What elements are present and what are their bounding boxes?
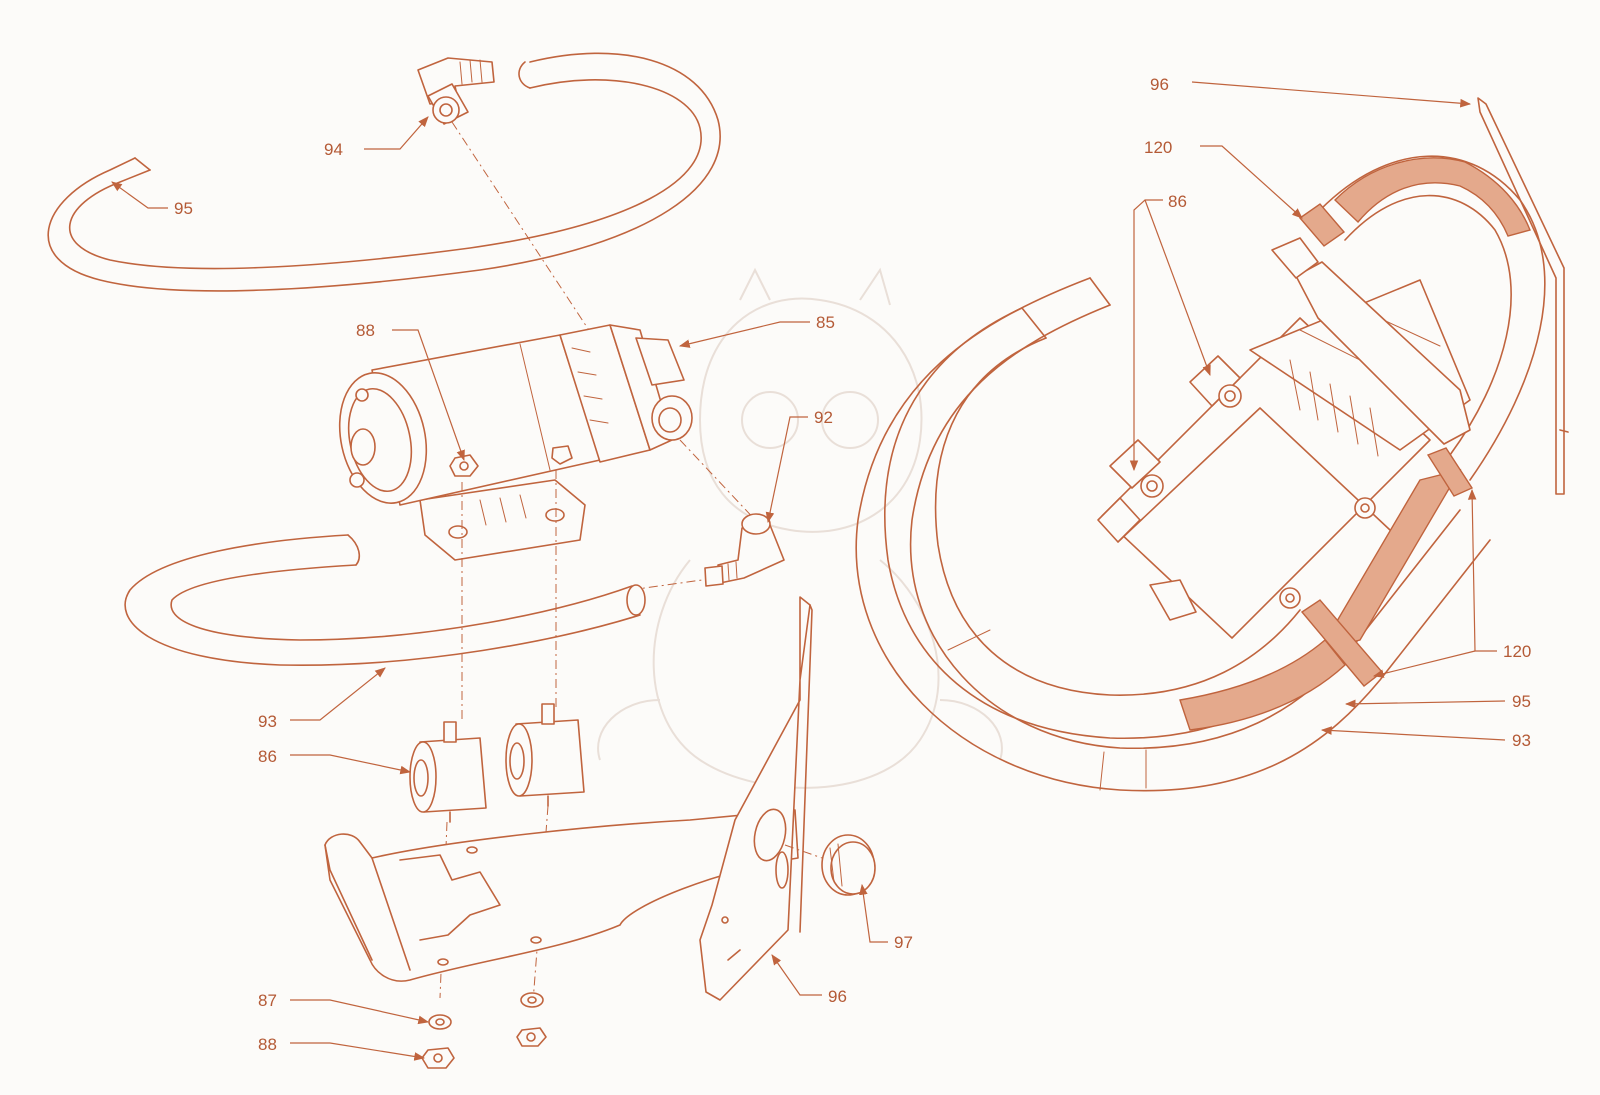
plate-96-assembled [1477,97,1569,495]
callout-95-right: 95 [1512,692,1531,711]
callout-93-left: 93 [258,712,277,731]
callout-92: 92 [814,408,833,427]
leader-lines [111,81,1506,1061]
pump-assembled [1097,237,1471,639]
rubber-mount-86-right [505,703,585,807]
callout-86-right: 86 [1168,192,1187,211]
plug-97 [821,834,876,896]
axis-line-94 [451,121,649,421]
callout-86-left: 86 [258,747,277,766]
hose-95 [47,52,721,292]
axis-line-92 [679,439,761,526]
pump-motor-85 [338,324,693,561]
plate-96 [699,596,813,1001]
callout-94: 94 [324,140,343,159]
sleeve-bands [1179,157,1531,731]
callout-96-right: 96 [1150,75,1169,94]
callout-120-top: 120 [1144,138,1172,157]
callout-labels: 94 95 88 85 92 93 86 87 88 96 97 96 120 … [174,75,1531,1054]
callout-85: 85 [816,313,835,332]
hose-95-upper-assembled [1319,155,1546,481]
elbow-fitting-94 [417,57,495,125]
callout-95-left: 95 [174,199,193,218]
callout-96-left: 96 [828,987,847,1006]
callout-88-bottom: 88 [258,1035,277,1054]
mounting-bracket [324,809,799,982]
elbow-fitting-92 [704,513,785,587]
callout-120-bottom: 120 [1503,642,1531,661]
callout-93-right: 93 [1512,731,1531,750]
callout-88-top: 88 [356,321,375,340]
callout-87: 87 [258,991,277,1010]
nut-88-bottom [421,1027,547,1069]
washer-87 [428,992,544,1030]
hose-93 [124,534,646,667]
rubber-mount-86-left [409,721,487,823]
hose-93-assembled [855,277,1491,792]
callout-97: 97 [894,933,913,952]
axis-line-93 [629,579,703,591]
